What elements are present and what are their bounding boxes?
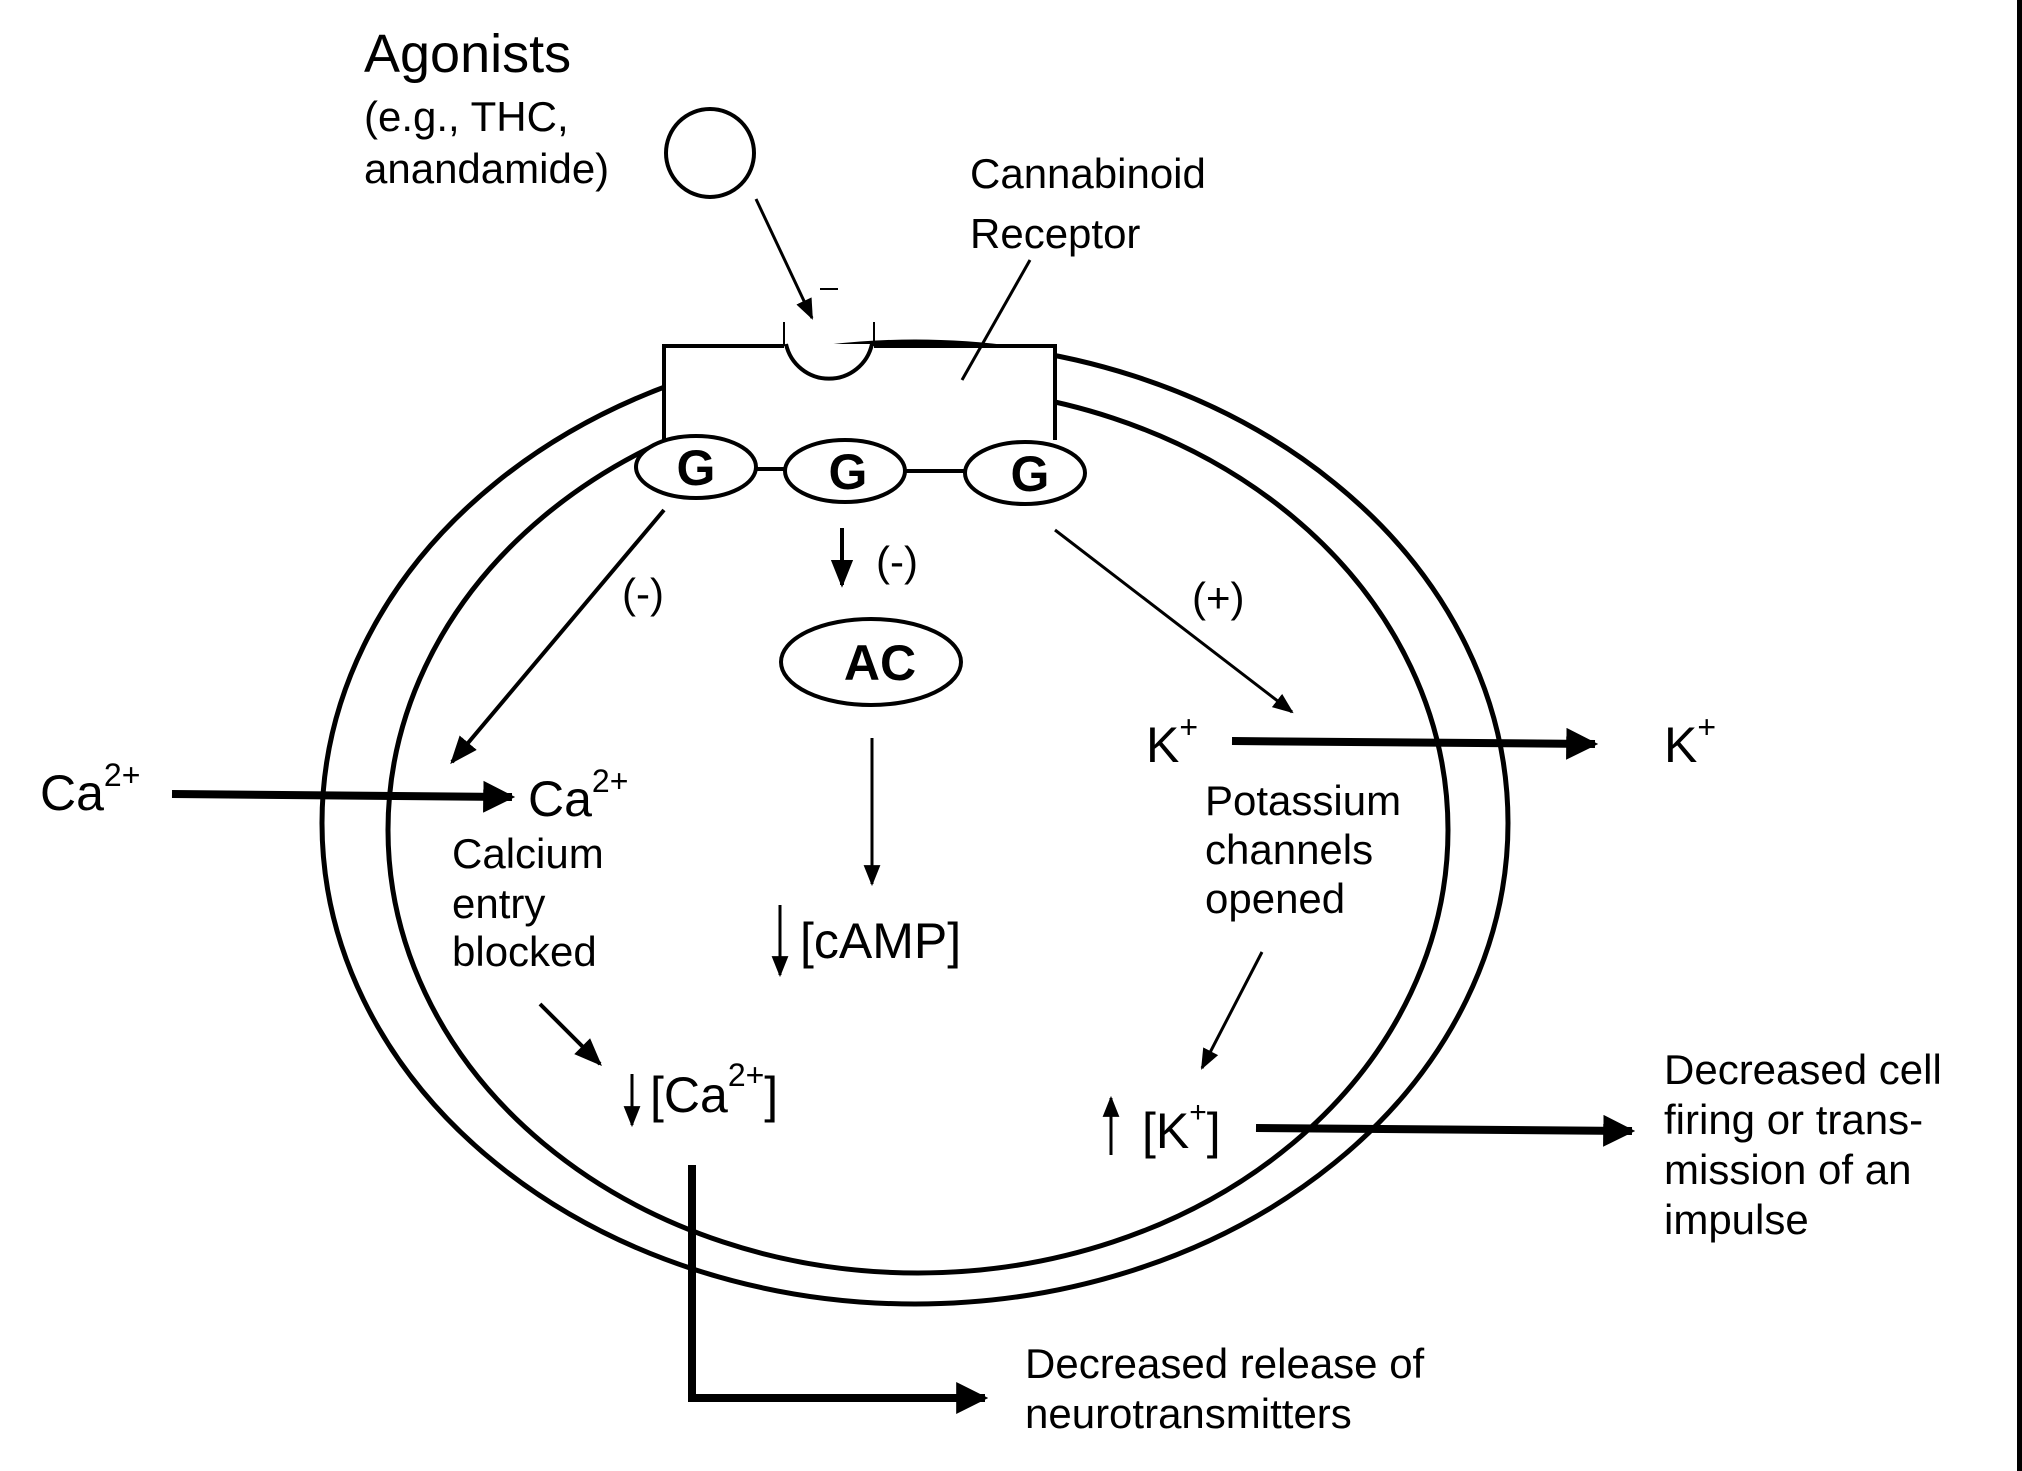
ac-label: AC <box>844 635 916 691</box>
calcium-note-line3: blocked <box>452 928 597 975</box>
receptor-label-line2: Receptor <box>970 210 1140 257</box>
agonists-examples-line1: (e.g., THC, <box>364 93 569 140</box>
g-protein-label: G <box>1011 446 1050 502</box>
g-protein-2: G <box>783 438 907 504</box>
calcium-note-line1: Calcium <box>452 830 604 877</box>
adenylate-cyclase: AC <box>779 617 963 707</box>
release-outcome-line1: Decreased release of <box>1025 1340 1425 1387</box>
camp-label: [cAMP] <box>800 913 961 969</box>
firing-outcome-arrow <box>1255 1114 1636 1147</box>
calcium-result-charge: 2+ <box>728 1057 764 1093</box>
calcium-to-result-arrow <box>538 1002 602 1066</box>
g-protein-label: G <box>829 444 868 500</box>
calcium-note-line2: entry <box>452 880 545 927</box>
g-protein-label: G <box>677 440 716 496</box>
ac-inhibition-sign: (-) <box>876 538 918 585</box>
potassium-result-charge: + <box>1189 1096 1207 1129</box>
calcium-outside-charge: 2+ <box>104 757 140 793</box>
agonist-binding-arrow <box>754 198 814 320</box>
firing-outcome-line2: firing or trans- <box>1664 1096 1923 1143</box>
right-edge-border <box>2017 0 2022 1471</box>
g-protein-3: G <box>963 440 1087 506</box>
firing-outcome-line1: Decreased cell <box>1664 1046 1942 1093</box>
outer-membrane <box>319 339 1511 1307</box>
agonist-ligand <box>664 107 756 199</box>
potassium-outside-symbol: K <box>1664 717 1697 773</box>
calcium-inside-label: Ca2+ <box>528 763 628 827</box>
calcium-result-label: [Ca2+] <box>650 1057 778 1123</box>
receptor-label-line1: Cannabinoid <box>970 150 1206 197</box>
potassium-result-label: [K+] <box>1142 1096 1221 1159</box>
potassium-note-line1: Potassium <box>1205 777 1401 824</box>
potassium-result-close: ] <box>1207 1103 1221 1159</box>
firing-outcome-line3: mission of an <box>1664 1146 1911 1193</box>
potassium-outside-charge: + <box>1697 709 1716 745</box>
binding-site <box>784 343 874 381</box>
calcium-influx-arrow <box>171 780 516 813</box>
release-outcome-arrow <box>688 1165 989 1414</box>
potassium-note-line3: opened <box>1205 875 1345 922</box>
g-to-potassium-arrow <box>1054 528 1294 714</box>
calcium-inhibition-sign: (-) <box>622 570 664 617</box>
calcium-inside-charge: 2+ <box>592 763 628 799</box>
calcium-outside-symbol: Ca <box>40 765 104 821</box>
potassium-inside-charge: + <box>1179 709 1198 745</box>
potassium-inside-symbol: K <box>1146 717 1179 773</box>
agonists-heading: Agonists <box>364 24 571 84</box>
receptor-outline <box>662 344 1057 440</box>
potassium-inside-label: K+ <box>1146 709 1198 773</box>
receptor-pointer <box>960 259 1032 381</box>
calcium-result-open: [Ca <box>650 1067 728 1123</box>
potassium-activation-sign: (+) <box>1192 574 1245 621</box>
potassium-to-result-arrow <box>1200 951 1264 1070</box>
g-to-calcium-arrow <box>450 508 666 765</box>
release-outcome-line2: neurotransmitters <box>1025 1390 1352 1437</box>
calcium-result-close: ] <box>764 1067 778 1123</box>
firing-outcome-line4: impulse <box>1664 1196 1809 1243</box>
potassium-result-open: [K <box>1142 1103 1189 1159</box>
g-protein-1: G <box>634 434 758 500</box>
agonists-examples-line2: anandamide) <box>364 145 609 192</box>
potassium-note-line2: channels <box>1205 826 1373 873</box>
calcium-inside-symbol: Ca <box>528 771 592 827</box>
potassium-efflux-arrow <box>1231 727 1599 760</box>
potassium-outside-label: K+ <box>1664 709 1716 773</box>
calcium-outside-label: Ca2+ <box>40 757 140 821</box>
